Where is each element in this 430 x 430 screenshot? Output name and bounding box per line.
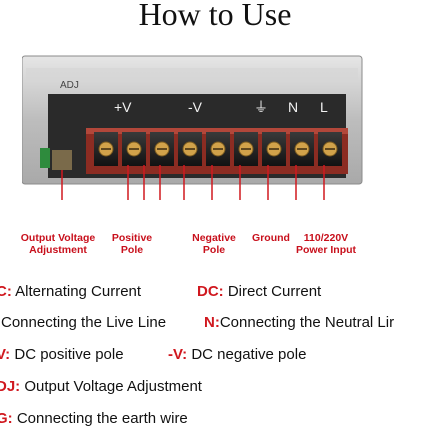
legend-text: Alternating Current xyxy=(15,283,142,300)
legend-text: Output Voltage Adjustment xyxy=(24,378,202,395)
legend-text: Direct Current xyxy=(227,283,322,300)
positive-callout-line1: Positive xyxy=(111,232,153,244)
legend-key: C: xyxy=(0,283,12,300)
power-callout-line2: Power Input xyxy=(295,244,357,256)
page-title: How to Use xyxy=(138,0,292,32)
ground-callout: Ground xyxy=(252,232,290,244)
power-callout: 110/220V Power Input xyxy=(286,232,366,256)
legend-key: DC: xyxy=(197,283,224,300)
negative-callout-line2: Pole xyxy=(202,244,226,256)
svg-text:-V: -V xyxy=(188,99,203,115)
legend-key: V: xyxy=(0,346,11,363)
positive-callout-line2: Pole xyxy=(120,244,144,256)
power-callout-line1: 110/220V xyxy=(303,232,349,244)
legend-live: :Connecting the Live Line xyxy=(0,314,166,331)
adjust-callout-line2: Adjustment xyxy=(29,244,87,256)
negative-callout-line1: Negative xyxy=(192,232,236,244)
legend-dc: DC: Direct Current xyxy=(197,283,321,300)
adjust-callout: Output Voltage Adjustment xyxy=(6,232,110,256)
legend-text: Connecting the earth wire xyxy=(16,410,188,427)
svg-text:N: N xyxy=(288,99,298,115)
adjust-callout-line1: Output Voltage xyxy=(20,232,96,244)
legend-key: N: xyxy=(204,314,220,331)
svg-text:+V: +V xyxy=(114,99,132,115)
legend-text: DC negative pole xyxy=(191,346,307,363)
legend-text: Connecting the Live Line xyxy=(1,314,167,331)
legend-dc-negative: -V: DC negative pole xyxy=(168,346,306,363)
svg-text:ADJ: ADJ xyxy=(60,80,79,91)
power-supply-illustration: ADJ +V -V ⏚ N L xyxy=(22,55,363,200)
legend-adjust: DJ: Output Voltage Adjustment xyxy=(0,378,202,395)
positive-callout: Positive Pole xyxy=(104,232,160,256)
legend-key: : xyxy=(0,314,1,331)
legend-neutral: N:Connecting the Neutral Lir xyxy=(204,314,394,331)
legend-text: DC positive pole xyxy=(14,346,124,363)
legend-text: Connecting the Neutral Lir xyxy=(219,314,395,331)
legend-ac: C: Alternating Current xyxy=(0,283,141,300)
svg-text:⏚: ⏚ xyxy=(254,99,268,115)
legend-dc-positive: V: DC positive pole xyxy=(0,346,124,363)
svg-text:L: L xyxy=(320,99,328,115)
legend-key: -V: xyxy=(168,346,188,363)
legend-ground: G: Connecting the earth wire xyxy=(0,410,188,427)
negative-callout: Negative Pole xyxy=(184,232,244,256)
legend-key: DJ: xyxy=(0,378,21,395)
legend-key: G: xyxy=(0,410,13,427)
